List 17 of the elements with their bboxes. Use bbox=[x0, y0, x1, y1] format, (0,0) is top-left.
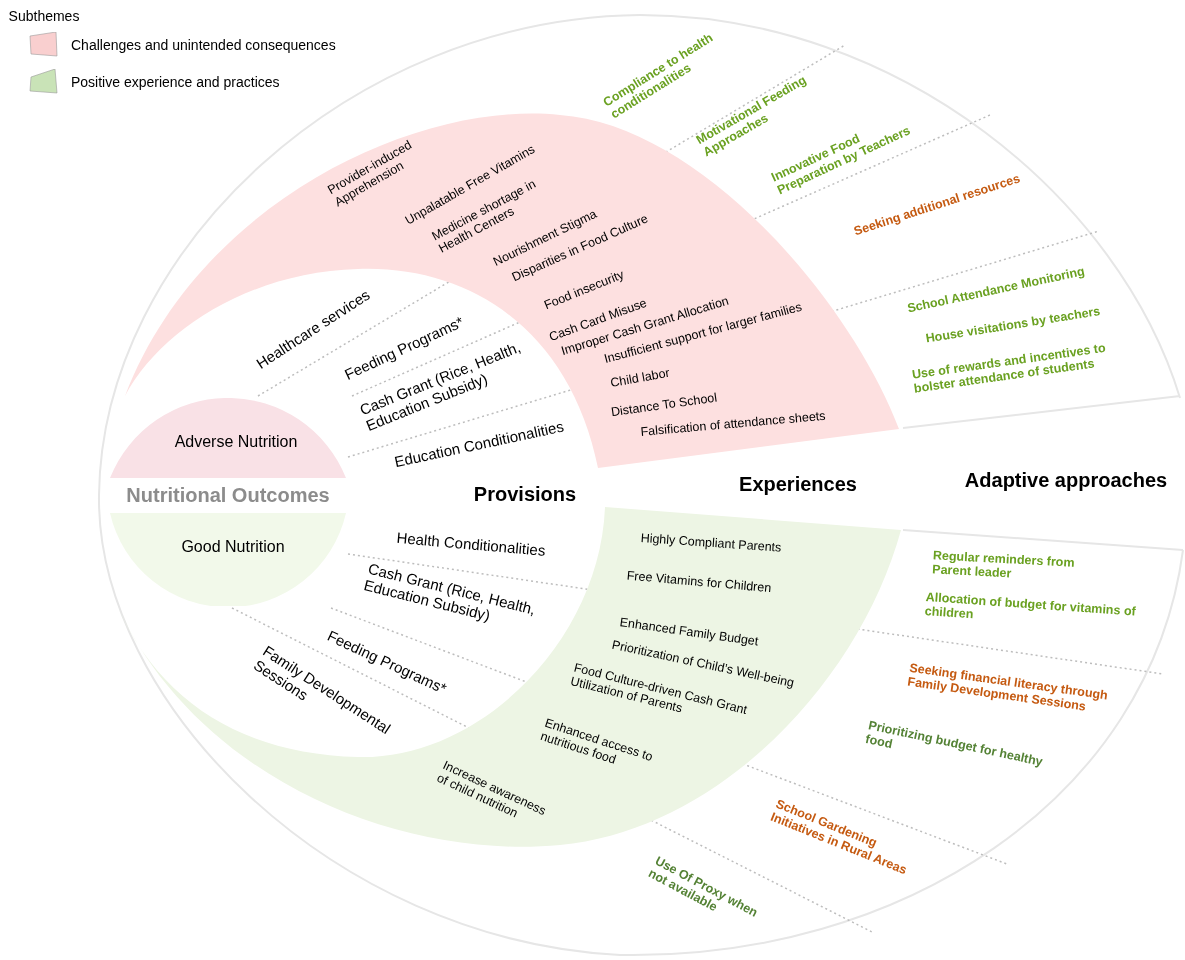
column-heading: Provisions bbox=[473, 481, 577, 507]
column-heading: Adaptive approaches bbox=[964, 467, 1168, 493]
experience-label: Distance To School bbox=[610, 390, 718, 420]
column-heading: Nutritional Outcomes bbox=[126, 482, 330, 508]
provision-label: Health Conditionalities bbox=[395, 528, 547, 560]
approach-label: Seeking financial literacy through Family Development Sessions bbox=[906, 660, 1110, 716]
outcome-label: Adverse Nutrition bbox=[174, 432, 298, 452]
experience-label: Free Vitamins for Children bbox=[626, 568, 772, 596]
legend-label: Positive experience and practices bbox=[71, 72, 280, 92]
approach-label: Regular reminders from Parent leader bbox=[931, 548, 1076, 583]
experience-label: Child labor bbox=[609, 365, 671, 391]
column-heading: Experiences bbox=[739, 471, 857, 497]
approach-label: Allocation of budget for vitamins of children bbox=[924, 590, 1138, 624]
legend-title: Subthemes bbox=[8, 8, 80, 26]
legend-label: Challenges and unintended consequences bbox=[71, 35, 336, 55]
outcome-label: Good Nutrition bbox=[181, 537, 285, 557]
experience-label: Highly Compliant Parents bbox=[640, 530, 782, 556]
